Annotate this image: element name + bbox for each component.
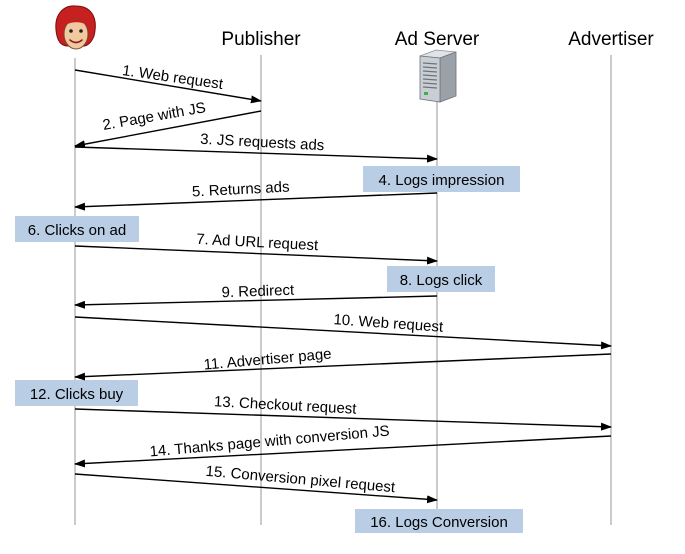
event-box-5 <box>355 509 523 533</box>
message-label: 15. Conversion pixel request <box>205 463 397 497</box>
message-label: 7. Ad URL request <box>196 231 320 254</box>
actor-label-advertiser: Advertiser <box>568 29 654 50</box>
message-arrow <box>74 110 262 149</box>
message-label: 2. Page with JS <box>101 99 207 134</box>
event-label: 4. Logs impression <box>379 172 505 189</box>
message-arrow <box>74 408 612 431</box>
user-face-icon <box>55 5 96 50</box>
event-label: 6. Clicks on ad <box>28 222 126 239</box>
message-label: 5. Returns ads <box>192 178 290 200</box>
event-box-2 <box>15 216 139 242</box>
message-arrow <box>74 473 438 504</box>
message-arrow <box>74 295 438 309</box>
message-1: 1. Web request <box>74 62 262 104</box>
event-box-1 <box>363 166 520 192</box>
message-arrow <box>74 69 262 104</box>
message-4: 5. Returns ads <box>74 178 438 211</box>
message-arrow <box>74 245 438 265</box>
server-tower-icon <box>419 49 457 103</box>
message-arrow <box>74 146 438 163</box>
message-6: 9. Redirect <box>74 282 438 309</box>
event-label: 16. Logs Conversion <box>370 514 508 531</box>
message-9: 13. Checkout request <box>74 393 612 431</box>
message-5: 7. Ad URL request <box>74 231 438 265</box>
event-label: 8. Logs click <box>400 272 483 289</box>
event-box-3 <box>387 266 495 292</box>
message-arrow <box>74 435 612 468</box>
message-3: 3. JS requests ads <box>74 131 438 163</box>
event-label: 12. Clicks buy <box>30 386 124 403</box>
message-8: 11. Advertiser page <box>74 345 612 381</box>
message-arrow <box>74 316 612 350</box>
message-label: 3. JS requests ads <box>200 131 325 154</box>
actor-label-adserver: Ad Server <box>395 29 480 50</box>
message-label: 14. Thanks page with conversion JS <box>149 423 390 461</box>
message-label: 9. Redirect <box>221 282 295 302</box>
message-11: 15. Conversion pixel request <box>74 463 438 504</box>
message-label: 1. Web request <box>121 62 225 93</box>
event-box-4 <box>15 380 138 406</box>
message-10: 14. Thanks page with conversion JS <box>74 423 612 468</box>
actor-label-publisher: Publisher <box>221 29 301 50</box>
message-arrow <box>74 353 612 381</box>
message-7: 10. Web request <box>74 311 612 350</box>
message-arrow <box>74 192 438 211</box>
